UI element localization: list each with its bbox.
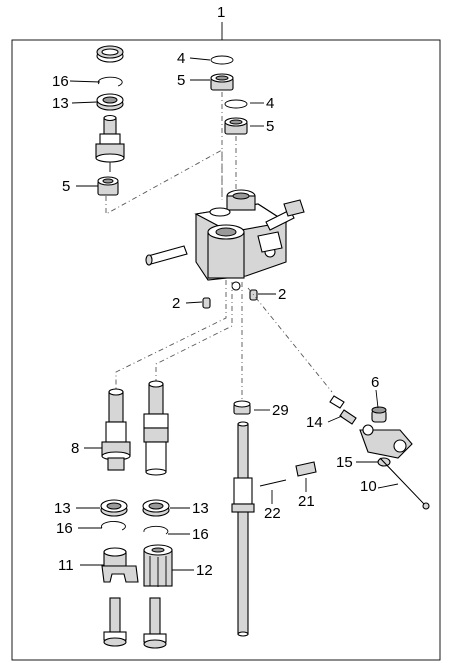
callout-15: 15 [336,454,353,471]
callout-14: 14 [306,414,323,431]
snap-ring-left [97,76,123,87]
bolt-right [143,597,167,649]
callout-12: 12 [196,562,213,579]
pin-left-housing [145,245,188,266]
callout-6: 6 [371,374,379,391]
bearing-13-bottom-left [100,499,128,517]
snap-ring-16-bottom-right [143,525,169,535]
dowel-pin-2-left [202,297,211,309]
callout-2-right: 2 [278,286,286,303]
callout-10: 10 [360,478,377,495]
gear-housing [194,189,288,291]
callout-5-top: 5 [177,72,185,89]
callout-13-bottom-left: 13 [54,500,71,517]
o-ring-4-mid [224,99,248,109]
callout-5-left: 5 [62,178,70,195]
small-pinion-shaft [95,114,125,172]
bolt-10 [379,457,430,510]
drive-shaft-8-left [101,388,131,471]
gear-12 [143,544,173,587]
bearing-13-bottom-right [142,499,170,517]
long-shift-rod [231,421,255,637]
spring-pin-22 [259,479,287,487]
callout-16-bottom-left: 16 [56,520,73,537]
snap-ring-16-bottom-left [101,521,126,531]
needle-bearing-5-mid [224,117,248,135]
needle-bearing-29 [233,400,251,415]
callout-13-bottom-right: 13 [192,500,209,517]
callout-21: 21 [298,493,315,510]
assembly-frame [11,39,441,661]
assembly-label: 1 [217,4,226,21]
bolt-left [103,597,127,647]
pin-14 [329,395,357,425]
callout-13-top: 13 [52,95,69,112]
callout-16-bottom-right: 16 [192,526,209,543]
callout-22: 22 [264,505,281,522]
drive-shaft-right [143,380,169,476]
bearing-13-top-left [96,93,124,111]
spring-pin-21 [295,461,317,477]
callout-4-top: 4 [177,50,185,67]
pin-right-housing [265,199,305,231]
callout-29: 29 [272,402,289,419]
callout-16-top: 16 [52,73,69,90]
callout-8: 8 [71,440,79,457]
seal-ring-top-left [96,45,124,63]
bushing-6 [371,406,387,423]
callout-2-left: 2 [172,295,180,312]
callout-11: 11 [58,557,74,574]
needle-bearing-5-top [210,73,234,91]
needle-bearing-5-left [97,176,119,196]
shift-fork-11 [101,547,139,583]
o-ring-4-top [210,55,234,65]
lever-bracket [359,424,413,459]
callout-5-mid: 5 [266,118,274,135]
callout-4-mid: 4 [266,95,274,112]
